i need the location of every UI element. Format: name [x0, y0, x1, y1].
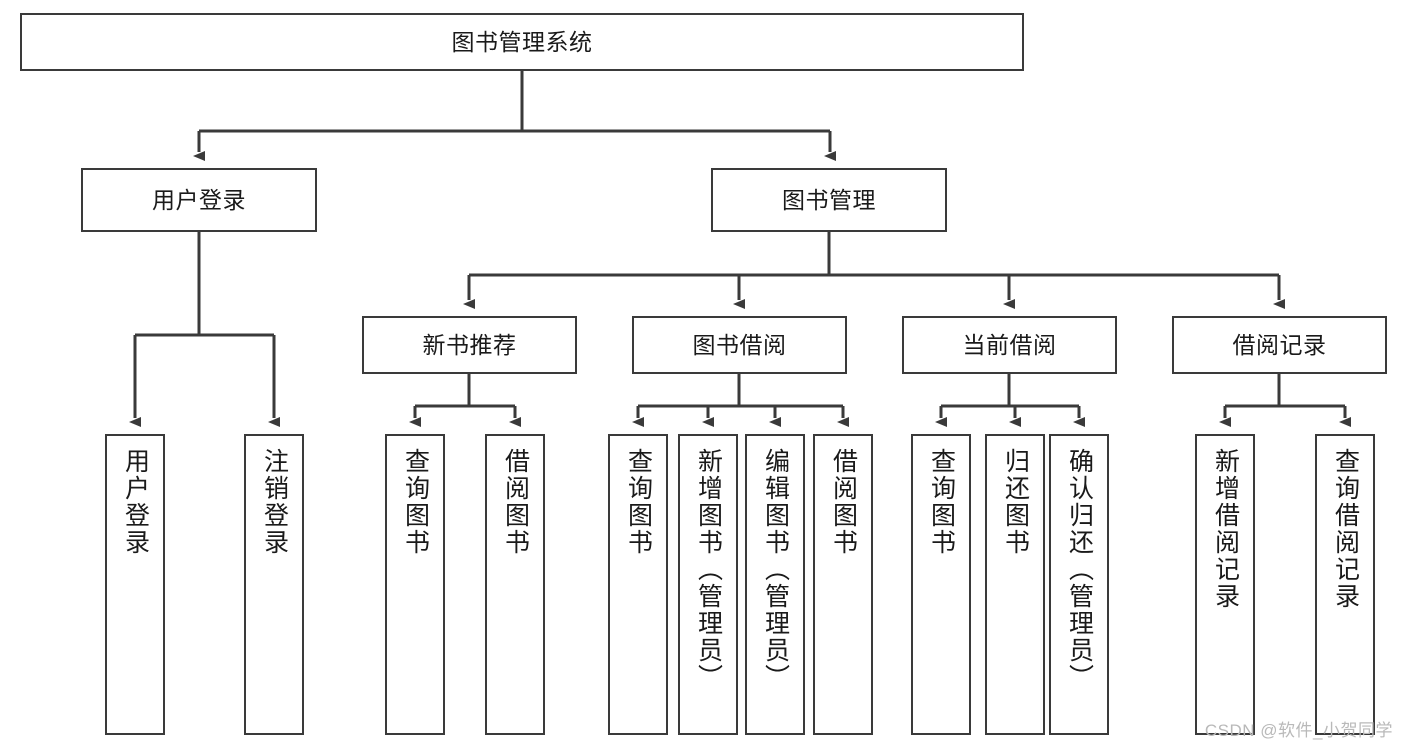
node-leaf-rec-borrow[interactable]: 借阅图书	[485, 434, 545, 735]
node-leaf-br-add[interactable]: 新增借阅记录	[1195, 434, 1255, 735]
node-leaf-br-add-label: 新增借阅记录	[1211, 448, 1240, 610]
node-leaf-user-login[interactable]: 用户登录	[105, 434, 165, 735]
node-borrow-record-label: 借阅记录	[1232, 331, 1327, 358]
node-leaf-bb-edit-label: 编辑图书（管理员）	[761, 448, 790, 691]
node-borrow-record[interactable]: 借阅记录	[1172, 316, 1387, 374]
node-new-book-rec-label: 新书推荐	[422, 331, 517, 358]
node-leaf-bb-query[interactable]: 查询图书	[608, 434, 668, 735]
node-leaf-cb-confirm[interactable]: 确认归还（管理员）	[1049, 434, 1109, 735]
node-leaf-bb-add-label: 新增图书（管理员）	[694, 448, 723, 691]
node-root-label: 图书管理系统	[451, 28, 593, 55]
node-leaf-br-query-label: 查询借阅记录	[1331, 448, 1360, 610]
node-user-login-label: 用户登录	[152, 186, 246, 213]
node-leaf-cb-query[interactable]: 查询图书	[911, 434, 971, 735]
node-book-manage[interactable]: 图书管理	[711, 168, 947, 232]
node-leaf-bb-edit[interactable]: 编辑图书（管理员）	[745, 434, 805, 735]
node-user-login[interactable]: 用户登录	[81, 168, 317, 232]
node-leaf-bb-query-label: 查询图书	[624, 448, 653, 556]
node-leaf-rec-query-label: 查询图书	[401, 448, 430, 556]
node-leaf-cb-return-label: 归还图书	[1001, 448, 1030, 556]
node-leaf-bb-borrow-label: 借阅图书	[829, 448, 858, 556]
node-leaf-user-login-label: 用户登录	[121, 448, 150, 556]
node-book-manage-label: 图书管理	[782, 186, 876, 213]
node-new-book-rec[interactable]: 新书推荐	[362, 316, 577, 374]
node-leaf-rec-borrow-label: 借阅图书	[501, 448, 530, 556]
node-leaf-user-logout[interactable]: 注销登录	[244, 434, 304, 735]
node-leaf-user-logout-label: 注销登录	[260, 448, 289, 556]
node-leaf-rec-query[interactable]: 查询图书	[385, 434, 445, 735]
node-leaf-cb-query-label: 查询图书	[927, 448, 956, 556]
node-leaf-br-query[interactable]: 查询借阅记录	[1315, 434, 1375, 735]
node-book-borrow-label: 图书借阅	[692, 331, 787, 358]
node-leaf-bb-borrow[interactable]: 借阅图书	[813, 434, 873, 735]
node-root[interactable]: 图书管理系统	[20, 13, 1024, 71]
node-leaf-cb-return[interactable]: 归还图书	[985, 434, 1045, 735]
csdn-watermark: CSDN @软件_小贺同学	[1204, 721, 1393, 740]
node-leaf-cb-confirm-label: 确认归还（管理员）	[1065, 448, 1094, 691]
node-leaf-bb-add[interactable]: 新增图书（管理员）	[678, 434, 738, 735]
node-current-borrow[interactable]: 当前借阅	[902, 316, 1117, 374]
node-book-borrow[interactable]: 图书借阅	[632, 316, 847, 374]
node-current-borrow-label: 当前借阅	[962, 331, 1057, 358]
